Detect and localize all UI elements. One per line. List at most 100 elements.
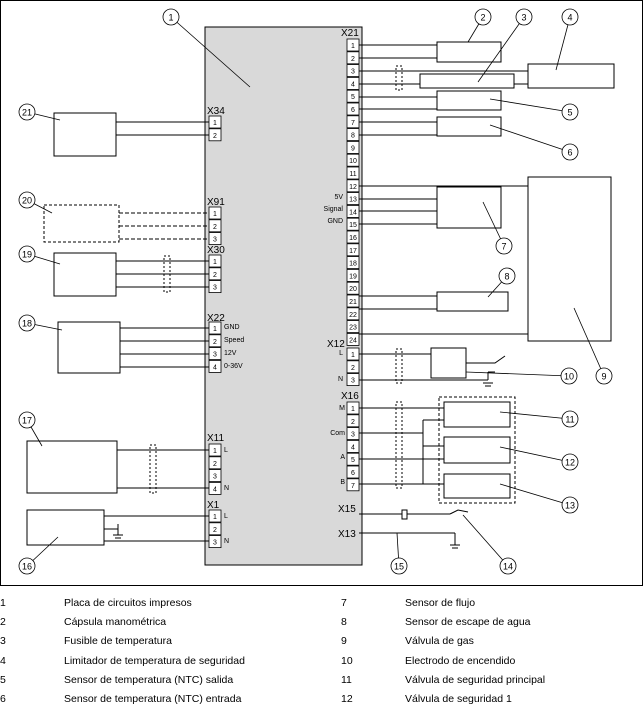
legend-number: 6 (0, 693, 6, 705)
x16-pin-5: 5 (351, 457, 355, 464)
x16-pin-3: 3 (351, 432, 355, 439)
connector-label-x21: X21 (341, 28, 359, 39)
x1-pin-2-box (208, 522, 222, 536)
x16-label-m: M (339, 405, 345, 412)
x16-label-com: Com (330, 430, 345, 437)
callout-number-7: 7 (501, 242, 506, 252)
callout-circle-11 (561, 410, 579, 428)
legend-description: Válvula de seguridad 1 (405, 693, 512, 705)
x11-pin-2: 2 (213, 461, 217, 468)
connector-label-x16: X16 (341, 391, 359, 402)
x21-pin-5-box (346, 89, 360, 103)
x21-pin-21: 21 (349, 299, 357, 306)
x22-pin-3: 3 (213, 352, 217, 359)
component-18 (57, 321, 121, 374)
legend-description: Sensor de flujo (405, 597, 476, 609)
x21-label-gnd: GND (327, 218, 343, 225)
x21-pin-10-box (346, 153, 360, 167)
x34-pin-2: 2 (213, 133, 217, 140)
legend-number: 8 (341, 616, 347, 629)
x16-label-a: A (340, 454, 345, 461)
callout-circle-4 (561, 8, 579, 26)
x21-pin-21-box (346, 294, 360, 308)
callout-number-19: 19 (22, 250, 32, 260)
x16-pin-1: 1 (351, 406, 355, 413)
component-safety-valve-1 (443, 436, 511, 464)
callout-number-14: 14 (503, 562, 513, 572)
x21-pin-24-box (346, 332, 360, 346)
component-safety-limiter (527, 63, 615, 89)
component-21 (53, 112, 117, 157)
x21-label-signal: Signal (324, 206, 344, 213)
legend-description: Cápsula manométrica (64, 616, 167, 629)
x21-pin-19: 19 (349, 273, 357, 280)
callout-circle-9 (595, 367, 613, 385)
x12-pin-1: 1 (351, 352, 355, 359)
x91-pin-2-box (208, 219, 222, 233)
callout-circle-1 (162, 8, 180, 26)
x12-pin-2: 2 (351, 365, 355, 372)
legend-item: 12 Válvula de seguridad 1 (341, 691, 641, 707)
x16-label-b: B (340, 479, 345, 486)
callout-number-11: 11 (565, 415, 574, 425)
legend-number: 4 (0, 654, 6, 667)
x22-label-12v: 12V (224, 350, 237, 357)
x21-pin-1: 1 (351, 43, 355, 50)
component-flow-sensor (436, 186, 502, 229)
x21-pin-8: 8 (351, 133, 355, 140)
connector-label-x1: X1 (207, 500, 220, 511)
x21-pin-4: 4 (351, 81, 355, 88)
x12-label-n: N (338, 376, 343, 383)
component-safety-valve-group (438, 396, 516, 504)
callout-number-15: 15 (394, 562, 404, 572)
callout-number-18: 18 (22, 319, 32, 329)
x22-label-speed: Speed (224, 337, 244, 344)
x21-pin-15: 15 (349, 222, 357, 229)
callout-leader-14 (462, 514, 509, 567)
wiring-diagram: 1234567891011121314151617181920212223241… (0, 0, 643, 586)
x22-label-036v: 0-36V (224, 363, 243, 370)
x21-pin-17: 17 (349, 248, 357, 255)
callout-number-12: 12 (565, 458, 575, 468)
x91-pin-1: 1 (213, 211, 217, 218)
x21-pin-13: 13 (349, 197, 357, 204)
x21-pin-18: 18 (349, 261, 357, 268)
callout-number-10: 10 (564, 372, 574, 382)
callout-circle-8 (498, 267, 516, 285)
callout-leader-3 (477, 16, 525, 83)
legend-description: Fusible de temperatura (64, 635, 172, 648)
legend-description: Sensor de temperatura (NTC) entrada (64, 693, 242, 705)
x21-pin-20-box (346, 281, 360, 295)
x21-pin-10: 10 (349, 158, 357, 165)
x21-pin-2: 2 (351, 56, 355, 63)
x34-pin-1: 1 (213, 120, 217, 127)
x22-label-gnd: GND (224, 324, 240, 331)
callout-leader-4 (555, 16, 571, 71)
x22-pin-2: 2 (213, 339, 217, 346)
x21-pin-4-box (346, 77, 360, 90)
callout-number-2: 2 (480, 13, 485, 23)
component-gas-valve (527, 176, 612, 342)
x21-pin-23: 23 (349, 325, 357, 332)
legend-number: 12 (341, 693, 353, 705)
x16-pin-4-box (346, 439, 360, 453)
callout-leader-9 (573, 307, 605, 377)
callout-leader-1 (170, 16, 251, 88)
x21-pin-17-box (346, 243, 360, 257)
component-water-leak-sensor (436, 291, 509, 312)
x21-pin-11: 11 (349, 171, 356, 178)
x91-pin-2: 2 (213, 224, 217, 231)
x21-pin-14: 14 (349, 209, 357, 216)
x12-pin-3: 3 (351, 378, 355, 385)
x30-pin-3: 3 (213, 285, 217, 292)
callout-number-5: 5 (567, 108, 572, 118)
component-17 (26, 440, 118, 494)
x11-pin-3-box (208, 469, 222, 483)
callout-leader-5 (489, 98, 571, 113)
callout-circle-5 (561, 103, 579, 121)
callout-circle-18 (18, 314, 36, 332)
